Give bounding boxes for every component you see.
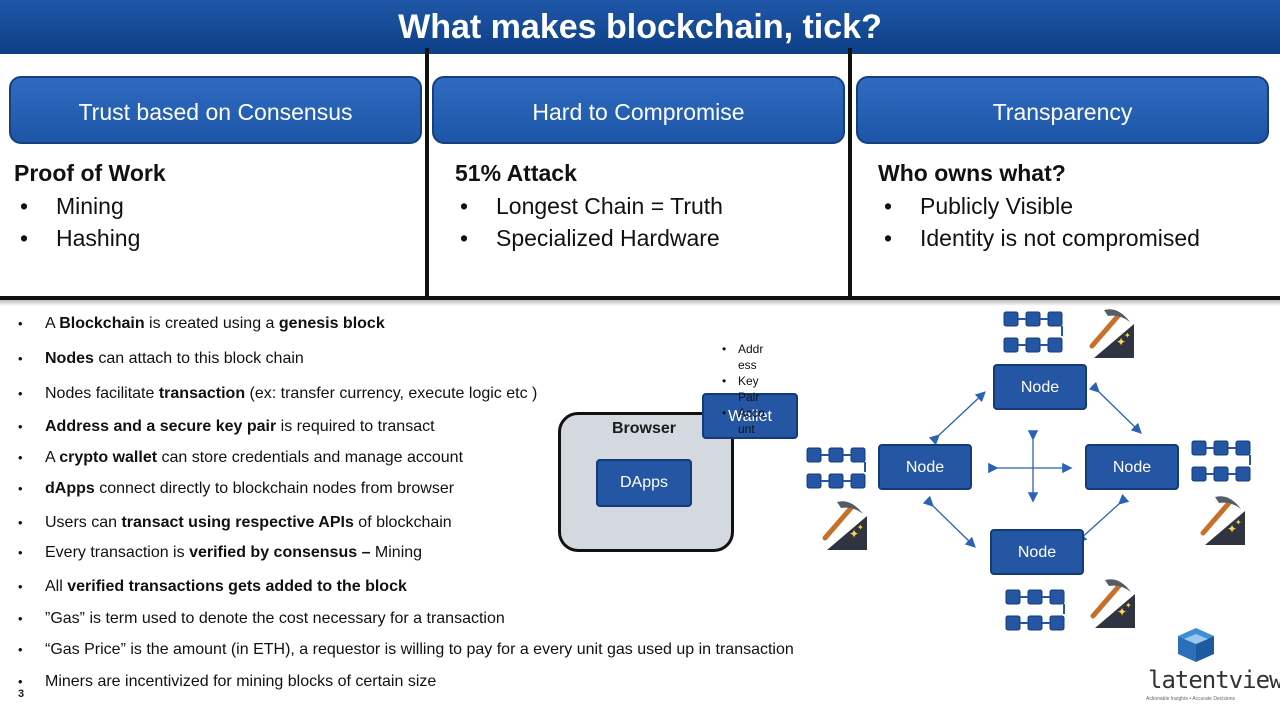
svg-text:✦: ✦ <box>1227 522 1237 536</box>
wallet-item: unt <box>722 421 770 437</box>
logo-tagline: Actionable Insights • Accurate Decisions <box>1146 696 1236 702</box>
pillar-bullet-text: Longest Chain = Truth <box>496 193 723 219</box>
note-text: dApps connect directly to blockchain nod… <box>45 480 455 497</box>
svg-text:✦: ✦ <box>1124 331 1131 340</box>
browser-label: Browser <box>612 420 677 437</box>
note-text: Nodes can attach to this block chain <box>45 350 304 367</box>
svg-text:✦: ✦ <box>1235 518 1242 527</box>
column-divider <box>425 48 429 298</box>
page-number: 3 <box>18 688 25 700</box>
wallet-item: •Key <box>722 374 759 388</box>
node-box-right: Node <box>1085 444 1179 490</box>
arrow <box>1088 381 1142 434</box>
logo-icon <box>1178 628 1214 662</box>
bullet-dot: • <box>18 316 23 331</box>
note-text: All verified transactions gets added to … <box>45 578 407 595</box>
pillar-box-transparency: Transparency <box>856 76 1269 144</box>
note-text: Every transaction is verified by consens… <box>45 544 423 561</box>
bullet-dot: • <box>18 351 23 366</box>
svg-text:✦: ✦ <box>1116 335 1126 349</box>
logo-wordmark: latentview <box>1148 666 1280 694</box>
bullet-dot: • <box>18 579 23 594</box>
note-text: “Gas Price” is the amount (in ETH), a re… <box>45 641 794 658</box>
note-text: ”Gas” is term used to denote the cost ne… <box>45 610 505 627</box>
pickaxe-icon: ✦✦ <box>1089 309 1134 358</box>
pillar-box-compromise: Hard to Compromise <box>432 76 845 144</box>
divider-shadow <box>0 300 1280 306</box>
wallet-item-text: Pair <box>738 390 760 404</box>
note-text: Address and a secure key pair is require… <box>45 418 435 435</box>
wallet-item: •Acco <box>722 406 765 420</box>
node-box-bottom: Node <box>990 529 1084 575</box>
pillar-heading: 51% Attack <box>455 160 577 186</box>
svg-text:✦: ✦ <box>857 523 864 532</box>
bullet-dot: • <box>18 545 23 560</box>
pickaxe-icon: ✦✦ <box>822 501 867 550</box>
wallet-item: Pair <box>722 389 770 405</box>
note-text: Nodes facilitate transaction (ex: transf… <box>45 385 538 402</box>
arrow <box>928 391 986 446</box>
note-text: Users can transact using respective APIs… <box>45 514 452 531</box>
blockchain-icon <box>1005 589 1065 631</box>
arrow <box>1076 493 1130 543</box>
wallet-item-text: Addr <box>738 342 764 356</box>
bullet-dot: • <box>18 515 23 530</box>
bullet-dot: • <box>18 386 23 401</box>
note-text: Miners are incentivized for mining block… <box>45 673 437 690</box>
section-divider <box>0 296 1280 300</box>
wallet-item-text: Acco <box>738 406 765 420</box>
blockchain-icon <box>1191 440 1251 482</box>
node-box-left: Node <box>878 444 972 490</box>
pillar-heading: Proof of Work <box>14 160 166 186</box>
bullet-dot: • <box>18 674 23 689</box>
note-text: A crypto wallet can store credentials an… <box>45 449 464 466</box>
wallet-item: •Addr <box>722 342 764 356</box>
bullet-dot: • <box>18 419 23 434</box>
pillar-box-consensus: Trust based on Consensus <box>9 76 422 144</box>
bullet-dot: • <box>18 450 23 465</box>
pillar-bullet-text: Publicly Visible <box>920 193 1073 219</box>
wallet-item-text: ess <box>738 358 757 372</box>
wallet-items: •Addr ess •Key Pair •Acco unt <box>722 341 770 437</box>
pickaxe-icon: ✦✦ <box>1200 496 1245 545</box>
bullet-dot: • <box>18 642 23 657</box>
pillar-bullet-text: Mining <box>56 193 124 219</box>
wallet-item: ess <box>722 357 770 373</box>
wallet-item-text: Key <box>738 374 759 388</box>
wallet-box: Wallet <box>702 393 798 439</box>
blockchain-icon <box>806 447 866 489</box>
pickaxe-icon: ✦✦ <box>1090 579 1135 628</box>
svg-text:✦: ✦ <box>1125 601 1132 610</box>
dapps-box: DApps <box>596 459 692 507</box>
arrow <box>922 495 976 548</box>
bullet-dot: • <box>18 611 23 626</box>
bullet-dot: • <box>18 481 23 496</box>
svg-text:✦: ✦ <box>1117 605 1127 619</box>
svg-text:✦: ✦ <box>849 527 859 541</box>
pillar-heading: Who owns what? <box>878 160 1066 186</box>
blockchain-icon <box>1003 311 1063 353</box>
note-text: A Blockchain is created using a genesis … <box>45 315 385 332</box>
pillar-bullet-text: Specialized Hardware <box>496 225 720 251</box>
pillar-bullet-text: Identity is not compromised <box>920 225 1200 251</box>
slide-title: What makes blockchain, tick? <box>0 0 1280 54</box>
column-divider <box>848 48 852 298</box>
pillar-bullet-text: Hashing <box>56 225 141 251</box>
node-box-top: Node <box>993 364 1087 410</box>
wallet-item-text: unt <box>738 422 755 436</box>
